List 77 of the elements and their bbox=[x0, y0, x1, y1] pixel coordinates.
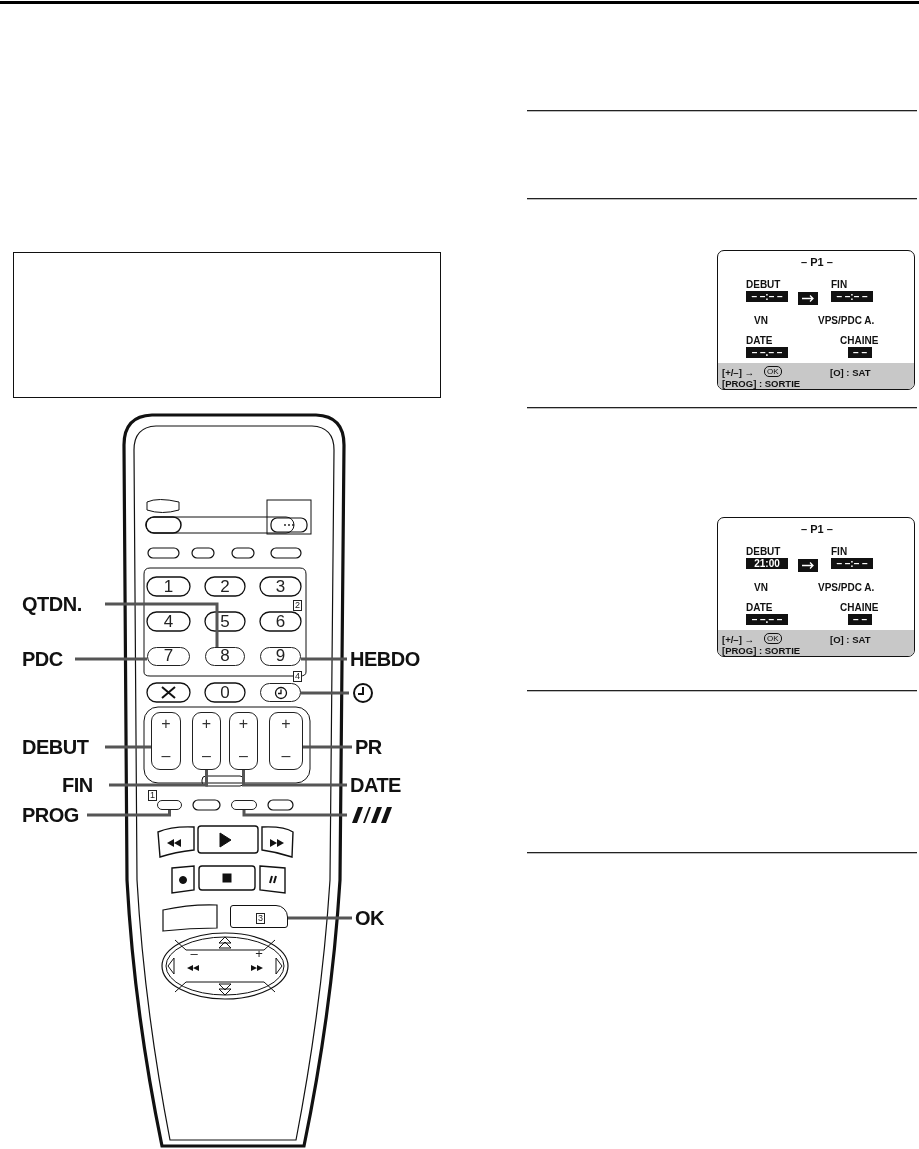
rocker-key: + – bbox=[269, 712, 303, 770]
value-field: – –:– – bbox=[746, 291, 788, 302]
screen-display bbox=[717, 250, 915, 390]
field-label: CHAINE bbox=[840, 335, 879, 346]
value-field: 21:00 bbox=[746, 558, 788, 569]
value-field: – –.– – bbox=[746, 614, 788, 625]
rocker-key: + – bbox=[229, 712, 258, 770]
leader-line bbox=[303, 745, 352, 749]
value-field: – –:– – bbox=[831, 291, 873, 302]
function-key bbox=[231, 800, 257, 810]
callout-label: QTDN. bbox=[22, 592, 102, 616]
callout-label: HEBDO bbox=[350, 647, 425, 671]
field-label: FIN bbox=[831, 279, 848, 290]
field-label: VPS/PDC A. bbox=[818, 315, 875, 326]
field-label: DATE bbox=[746, 335, 773, 346]
key-sign: – bbox=[189, 947, 199, 960]
screen-display bbox=[717, 517, 915, 657]
value-field: – –.– – bbox=[746, 347, 788, 358]
key-sign: + bbox=[254, 947, 264, 960]
note-box bbox=[13, 252, 441, 398]
help-text: [O] : SAT bbox=[830, 634, 871, 645]
leader-line bbox=[105, 602, 219, 647]
step-number: 4 bbox=[293, 671, 302, 682]
value-field: – – bbox=[848, 347, 872, 358]
number-key: 7 bbox=[147, 647, 190, 666]
screen-title: – P1 – bbox=[800, 257, 834, 268]
callout-label: PROG bbox=[22, 803, 84, 827]
screen-title: – P1 – bbox=[800, 524, 834, 535]
key-number: 6 bbox=[274, 613, 287, 630]
callout-label: DATE bbox=[350, 773, 414, 797]
help-text: [O] : SAT bbox=[830, 367, 871, 378]
help-text: [+/–] → bbox=[722, 634, 754, 645]
leader-line bbox=[301, 691, 349, 695]
field-label: VN bbox=[754, 582, 768, 593]
value-field: – –:– – bbox=[831, 558, 873, 569]
ok-key bbox=[230, 905, 288, 928]
leader-line bbox=[242, 770, 347, 787]
key-number: 4 bbox=[162, 613, 175, 630]
leader-line bbox=[242, 810, 347, 817]
leader-line bbox=[109, 770, 208, 787]
clock-icon bbox=[352, 682, 374, 704]
field-label: FIN bbox=[831, 546, 848, 557]
field-label: VPS/PDC A. bbox=[818, 582, 875, 593]
leader-line bbox=[301, 657, 347, 661]
rocker-key: + – bbox=[151, 712, 181, 770]
field-label: DATE bbox=[746, 602, 773, 613]
key-number: 0 bbox=[219, 684, 231, 701]
step-number: 3 bbox=[256, 913, 265, 924]
callout-label: FIN bbox=[62, 773, 106, 797]
help-text: [PROG] : SORTIE bbox=[722, 645, 801, 656]
callout-label: DEBUT bbox=[22, 735, 102, 759]
timer-key bbox=[260, 683, 301, 702]
leader-line bbox=[75, 657, 147, 661]
value-field: – – bbox=[848, 614, 872, 625]
help-text: [PROG] : SORTIE bbox=[722, 378, 801, 389]
leader-line bbox=[87, 810, 171, 817]
key-symbol: OK bbox=[764, 366, 782, 377]
function-key bbox=[157, 800, 182, 810]
step-number: 1 bbox=[148, 790, 157, 801]
help-text: [+/–] → bbox=[722, 367, 754, 378]
number-key: 9 bbox=[260, 647, 301, 666]
step-number: 2 bbox=[293, 600, 302, 611]
key-number: 3 bbox=[274, 578, 287, 595]
number-key: 8 bbox=[205, 647, 245, 666]
field-label: DEBUT bbox=[746, 546, 781, 557]
callout-label: PDC bbox=[22, 647, 72, 671]
callout-label: PR bbox=[355, 735, 389, 759]
key-number: 5 bbox=[219, 613, 231, 630]
key-symbol: OK bbox=[764, 633, 782, 644]
leader-line bbox=[105, 745, 151, 749]
field-label: VN bbox=[754, 315, 768, 326]
key-number: 1 bbox=[162, 578, 175, 595]
field-label: DEBUT bbox=[746, 279, 781, 290]
callout-label: OK bbox=[355, 906, 391, 930]
field-label: CHAINE bbox=[840, 602, 879, 613]
rocker-key: + – bbox=[192, 712, 221, 770]
key-number: 2 bbox=[219, 578, 231, 595]
